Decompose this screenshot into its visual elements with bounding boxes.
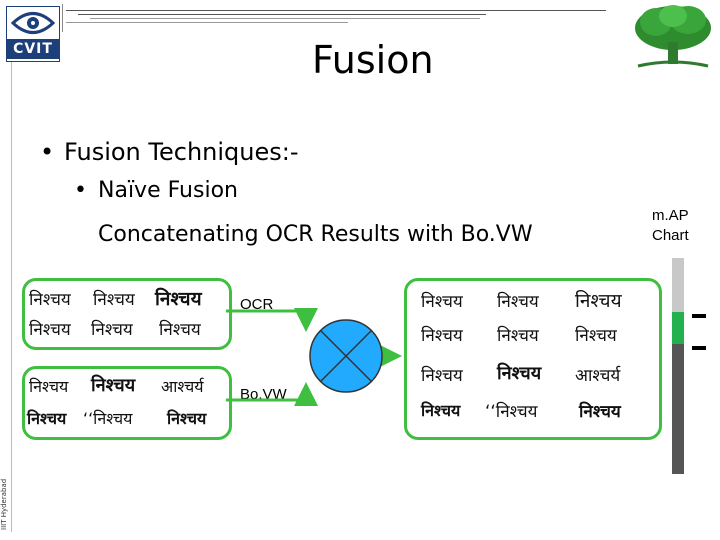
bovw-result-box: निश्चय निश्चय आश्चर्य निश्चय ‘‘निश्चय नि… [22,366,232,440]
ocr-word: निश्चय [159,320,201,340]
bovw-word: ‘‘निश्चय [83,409,133,428]
bullet-level2-text: Naïve Fusion [98,178,238,203]
ocr-word: निश्चय [155,288,202,310]
result-word: निश्चय [421,292,463,312]
result-word: निश्चय [579,402,621,422]
map-chart-label: m.AP Chart [652,206,689,246]
result-word: निश्चय [421,401,461,420]
header-line [66,10,606,11]
ocr-result-box: निश्चय निश्चय निश्चय निश्चय निश्चय निश्च… [22,278,232,350]
result-word: निश्चय [497,363,542,384]
map-chart-label-line2: Chart [652,227,689,244]
bullet-level1-text: Fusion Techniques:- [64,138,299,166]
side-institute-text: IIIT Hyderabad [0,478,8,530]
bovw-word: निश्चय [91,375,136,396]
side-line [11,62,12,532]
ocr-word: निश्चय [91,320,133,340]
result-word: निश्चय [421,366,463,386]
bullet-level2: •Naïve Fusion [74,178,238,203]
map-dash [692,346,706,350]
fused-result-box: निश्चय निश्चय निश्चय निश्चय निश्चय निश्च… [404,278,662,440]
result-word: ‘‘निश्चय [485,402,538,422]
result-word: निश्चय [575,290,622,312]
bovw-word: निश्चय [167,409,207,428]
bullet-level2-sub: Concatenating OCR Results with Bo.VW [98,222,533,247]
ocr-word: निश्चय [93,290,135,310]
ocr-label: OCR [240,296,274,313]
ocr-word: निश्चय [29,290,71,310]
eye-icon [11,12,55,34]
result-word: निश्चय [497,292,539,312]
result-word: निश्चय [497,326,539,346]
header-line [90,18,480,19]
result-word: निश्चय [575,326,617,346]
map-dash [692,314,706,318]
bovw-word: आश्चर्य [161,377,204,396]
slide-title: Fusion [312,38,434,82]
header-line [78,14,486,15]
logo-text: CVIT [7,39,59,59]
ocr-word: निश्चय [29,320,71,340]
header-divider [62,4,63,32]
map-bar-green [672,312,684,344]
tree-logo-icon [635,5,711,68]
result-word: आश्चर्य [575,366,621,386]
bovw-word: निश्चय [27,409,67,428]
bullet-level1: •Fusion Techniques:- [40,138,299,166]
bovw-word: निश्चय [29,377,69,396]
result-word: निश्चय [421,326,463,346]
map-bar-dark [672,344,684,474]
map-chart-label-line1: m.AP [652,207,689,224]
cvit-logo: CVIT [6,6,60,62]
map-bar-gray [672,258,684,312]
ocr-arrow [226,308,318,332]
header-line [66,22,348,23]
bovw-arrow [226,382,318,406]
fusion-node-icon [309,319,383,393]
